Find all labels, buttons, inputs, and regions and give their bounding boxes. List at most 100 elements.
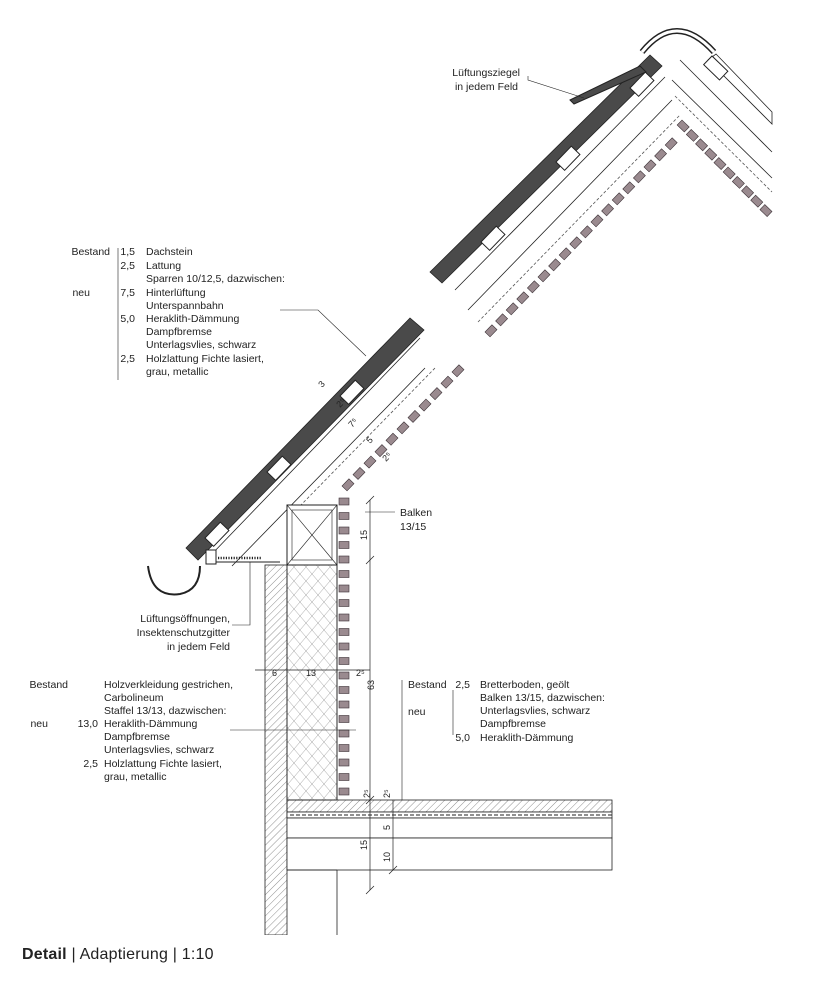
cladding-block bbox=[704, 147, 718, 161]
cladding-block bbox=[537, 269, 551, 283]
roof-layer-thickness: 7,5 bbox=[120, 287, 135, 299]
cladding-block bbox=[750, 194, 764, 208]
dim-beam-15: 15 bbox=[359, 530, 369, 540]
cladding-block bbox=[338, 570, 350, 578]
cladding-block bbox=[338, 715, 350, 723]
caption-subtitle: Adaptierung bbox=[79, 946, 169, 963]
cladding-block bbox=[338, 584, 350, 593]
wall-layer-text: Holzverkleidung gestrichen, bbox=[104, 679, 233, 691]
cladding-block bbox=[338, 686, 350, 694]
cladding-block bbox=[579, 225, 593, 239]
roof-layer-text: Sparren 10/12,5, dazwischen: bbox=[146, 273, 285, 285]
roof-layer-text: Unterlagsvlies, schwarz bbox=[146, 339, 256, 351]
beam-label-line1: Balken bbox=[400, 507, 432, 519]
roof-layer-thickness: 2,5 bbox=[120, 353, 135, 365]
cladding-block bbox=[516, 291, 530, 305]
cladding-block bbox=[440, 375, 454, 389]
cladding-block bbox=[338, 555, 350, 564]
roof-status-existing: Bestand bbox=[71, 246, 110, 258]
cladding-block bbox=[548, 258, 562, 272]
architectural-detail-drawing bbox=[117, 28, 773, 935]
floor-status-new: neu bbox=[408, 706, 426, 718]
floor-status-existing: Bestand bbox=[408, 679, 447, 691]
cladding-block bbox=[685, 128, 699, 142]
figure-caption: Detail | Adaptierung | 1:10 bbox=[22, 946, 214, 964]
roof-layer-thickness: 5,0 bbox=[120, 313, 135, 325]
cladding-block bbox=[569, 236, 583, 250]
floor-layer-text: Unterlagsvlies, schwarz bbox=[480, 705, 590, 717]
caption-title: Detail bbox=[22, 946, 67, 963]
cladding-block bbox=[632, 170, 646, 184]
cladding-block bbox=[558, 247, 572, 261]
cladding-block bbox=[338, 512, 350, 520]
cladding-block bbox=[338, 526, 350, 535]
wall-layer-text: Staffel 13/13, dazwischen: bbox=[104, 705, 226, 717]
dim-wall-6: 6 bbox=[272, 668, 277, 678]
wall-layer-text: Dampfbremse bbox=[104, 731, 170, 743]
cladding-block bbox=[676, 119, 690, 133]
cladding-block bbox=[396, 421, 410, 435]
cladding-block bbox=[338, 787, 350, 796]
dim-wall-13: 13 bbox=[306, 668, 316, 678]
cladding-block bbox=[338, 671, 350, 680]
cladding-block bbox=[759, 204, 773, 218]
dim-wall-63: 63 bbox=[366, 680, 376, 690]
cladding-block bbox=[363, 455, 377, 469]
floor-layer-text: Dampfbremse bbox=[480, 718, 546, 730]
roof-layer-text: Hinterlüftung bbox=[146, 287, 206, 299]
cladding-block bbox=[643, 159, 657, 173]
cladding-block bbox=[374, 444, 388, 458]
wall-layer-thickness: 2,5 bbox=[83, 758, 98, 770]
roof-layer-thickness: 2,5 bbox=[120, 260, 135, 272]
roof-layer-thickness: 1,5 bbox=[120, 246, 135, 258]
wall-layer-text: Carbolineum bbox=[104, 692, 164, 704]
cladding-block bbox=[407, 409, 421, 423]
vent-label-line2: Insektenschutzgitter bbox=[137, 627, 231, 639]
gutter bbox=[147, 565, 201, 596]
wall-layer-thickness: 13,0 bbox=[78, 718, 99, 730]
wall-layer-text: grau, metallic bbox=[104, 771, 166, 783]
cladding-block bbox=[338, 497, 350, 506]
dim-wall-25: 2⁵ bbox=[356, 668, 365, 678]
ridge-cap bbox=[639, 28, 717, 55]
cladding-block bbox=[451, 364, 465, 378]
dim-roof-25a: 2⁵ bbox=[334, 396, 347, 409]
cladding-block bbox=[601, 203, 615, 217]
cladding-block bbox=[338, 599, 350, 607]
cladding-block bbox=[338, 628, 350, 636]
wall-layer-text: Holzlattung Fichte lasiert, bbox=[104, 758, 222, 770]
cladding-block bbox=[385, 432, 399, 446]
cladding-block bbox=[338, 700, 350, 709]
roof-layer-text: Holzlattung Fichte lasiert, bbox=[146, 353, 264, 365]
dim-floor-5: 5 bbox=[382, 825, 392, 830]
dim-roof-25b: 2⁵ bbox=[380, 450, 393, 463]
cladding-block bbox=[418, 398, 432, 412]
cladding-block bbox=[338, 773, 350, 781]
wall-status-new: neu bbox=[30, 718, 48, 730]
wall bbox=[264, 497, 350, 935]
floor-layer-text: Balken 13/15, dazwischen: bbox=[480, 692, 605, 704]
floor bbox=[286, 799, 613, 935]
cladding-block bbox=[338, 642, 350, 651]
cladding-block bbox=[505, 302, 519, 316]
cladding-block bbox=[338, 613, 350, 622]
cladding-block bbox=[429, 387, 443, 401]
beam-13-15 bbox=[286, 504, 338, 566]
cladding-block bbox=[590, 214, 604, 228]
cladding-block bbox=[338, 758, 350, 767]
annotation-text-layer: Lüftungsziegel in jedem Feld Bestand neu… bbox=[29, 67, 605, 862]
cladding-block bbox=[654, 148, 668, 162]
dim-roof-75: 7⁵ bbox=[346, 416, 359, 429]
roof-layer-text: Heraklith-Dämmung bbox=[146, 313, 240, 325]
cladding-block bbox=[713, 157, 727, 171]
floor-layer-text: Bretterboden, geölt bbox=[480, 679, 569, 691]
dim-floor-15: 15 bbox=[359, 840, 369, 850]
dim-roof-3: 3 bbox=[316, 379, 327, 390]
floor-layer-text: Heraklith-Dämmung bbox=[480, 732, 574, 744]
wall-layer-text: Unterlagsvlies, schwarz bbox=[104, 744, 214, 756]
roof-status-new: neu bbox=[72, 287, 90, 299]
dim-floor-10: 10 bbox=[382, 852, 392, 862]
roof-layer-text: Lattung bbox=[146, 260, 181, 272]
wall-layer-text: Heraklith-Dämmung bbox=[104, 718, 198, 730]
cladding-block bbox=[484, 324, 498, 338]
